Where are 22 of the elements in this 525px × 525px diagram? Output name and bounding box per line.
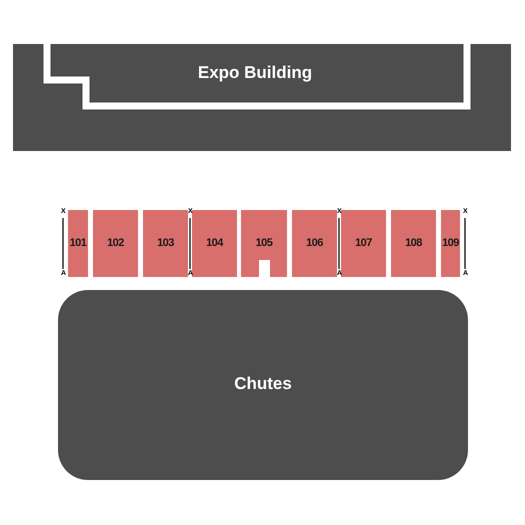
section-number: 108 bbox=[404, 237, 423, 249]
section-number: 105 bbox=[254, 237, 274, 249]
section-number: 101 bbox=[68, 237, 88, 249]
seating-section bbox=[341, 210, 386, 277]
seating-section bbox=[441, 210, 460, 277]
seating-section bbox=[68, 210, 88, 277]
section-number: 106 bbox=[305, 237, 324, 249]
seating-section bbox=[391, 210, 436, 277]
seating-section bbox=[143, 210, 188, 277]
section-number: 104 bbox=[205, 237, 224, 249]
section-number: 103 bbox=[156, 237, 175, 249]
seating-section bbox=[241, 210, 287, 277]
seating-section bbox=[292, 210, 337, 277]
building-block bbox=[13, 44, 511, 151]
arena-floor bbox=[58, 290, 468, 480]
seating-section bbox=[93, 210, 138, 277]
floor-label: Chutes bbox=[233, 374, 293, 394]
seating-section bbox=[192, 210, 237, 277]
building-label: Expo Building bbox=[196, 63, 314, 83]
section-number: 102 bbox=[106, 237, 125, 249]
section-number: 107 bbox=[354, 237, 373, 249]
section-number: 109 bbox=[441, 237, 460, 249]
